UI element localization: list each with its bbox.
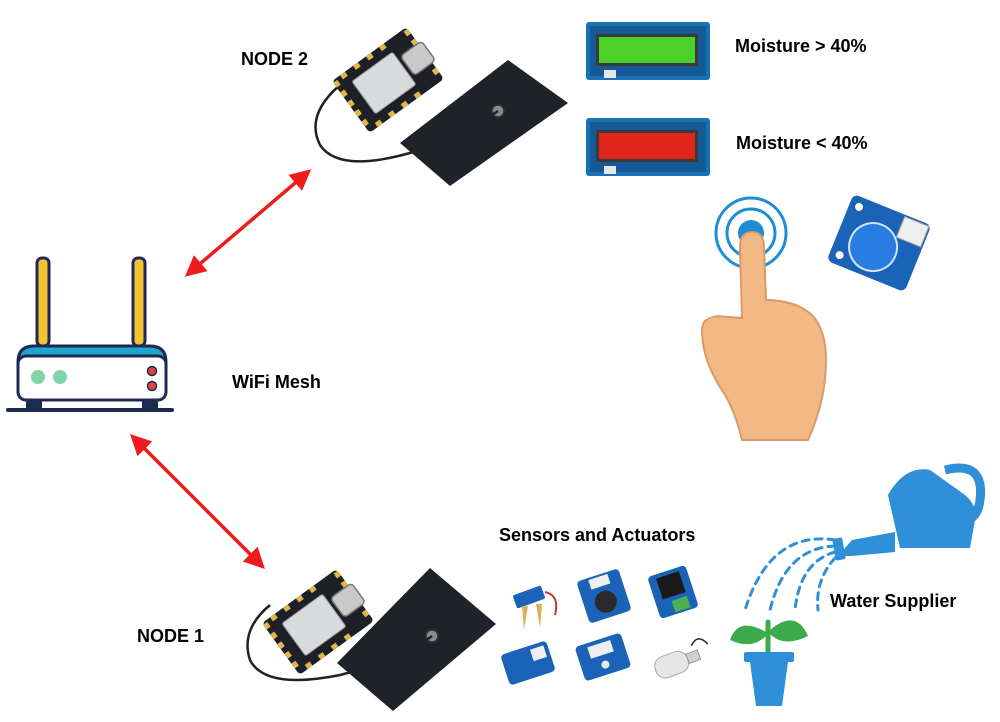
node2-board: [333, 28, 443, 132]
lcd-display-red-icon: [586, 118, 710, 176]
light-sensor-module-icon: [575, 633, 631, 681]
lcd-display-green-icon: [586, 22, 710, 80]
water-pump-icon: [654, 638, 709, 679]
node1-label: NODE 1: [137, 626, 205, 646]
soil-moisture-sensor-icon: [513, 585, 558, 630]
plant-pot-icon: [730, 619, 808, 706]
sensors-actuators-label: Sensors and Actuators: [499, 525, 696, 545]
water-supplier-label: Water Supplier: [830, 591, 957, 611]
node2-label: NODE 2: [241, 49, 309, 69]
touch-sensor-module-icon: [828, 195, 930, 291]
node1-antenna: [246, 568, 496, 711]
moisture-high-label: Moisture > 40%: [735, 36, 867, 56]
wifi-mesh-label: WiFi Mesh: [232, 372, 321, 392]
relay-module-icon: [648, 565, 698, 619]
moisture-module-icon: [501, 641, 555, 685]
router-icon: [6, 256, 174, 412]
sound-sensor-module-icon: [577, 569, 631, 623]
watering-can-icon: [832, 463, 986, 561]
node2-antenna: [314, 60, 568, 186]
router-node2-link-arrow: [184, 169, 312, 277]
moisture-low-label: Moisture < 40%: [736, 133, 868, 153]
water-spray: [743, 537, 837, 612]
node1-board: [263, 570, 373, 674]
touch-hand-icon: [700, 196, 828, 441]
router-node1-link-arrow: [130, 434, 265, 569]
